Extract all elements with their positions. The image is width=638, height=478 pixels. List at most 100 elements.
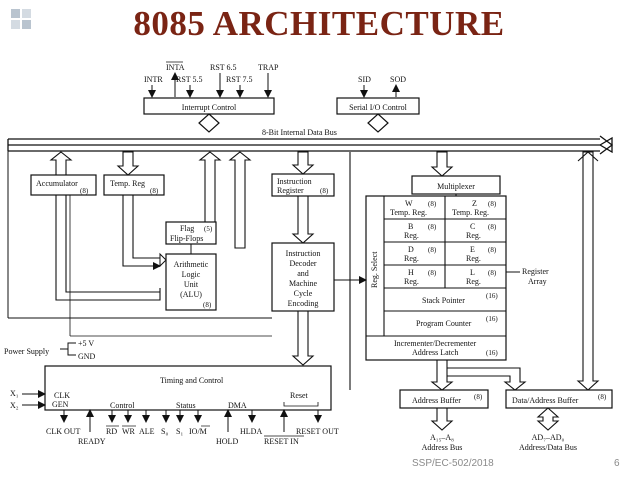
reg-c-label: Reg. — [466, 231, 481, 240]
control-group-label: Control — [110, 401, 135, 410]
reg-l-name: L — [470, 268, 475, 277]
reg-b-label: Reg. — [404, 231, 419, 240]
ir-bus-arrow — [291, 151, 315, 175]
plus5v-label: +5 V — [78, 339, 94, 348]
alu-line-2: Logic — [182, 270, 201, 279]
rst75-signal: RST 7.5 — [226, 75, 253, 84]
clk-gen-line-2: GEN — [52, 400, 69, 409]
io-m-signal: IO/M — [189, 427, 207, 436]
clk-out-signal: CLK OUT — [46, 427, 81, 436]
ir-line-2: Register — [277, 186, 304, 195]
s1-signal: S₁ — [176, 427, 183, 436]
reg-b-bits: (8) — [428, 223, 437, 231]
ir-decoder-arrow — [291, 195, 315, 244]
ir-bits: (8) — [320, 187, 329, 195]
stack-pointer-label: Stack Pointer — [422, 296, 465, 305]
register-array-line-2: Array — [528, 277, 547, 286]
reg-h-label: Reg. — [404, 277, 419, 286]
address-buffer-bits: (8) — [474, 393, 483, 401]
flag-bus-arrow — [198, 151, 222, 223]
footer-course-code: SSP/EC-502/2018 — [412, 458, 494, 469]
reset-out-signal: RESET OUT — [296, 427, 339, 436]
corner-decoration — [10, 8, 34, 37]
x2-label: X₂ — [10, 401, 19, 410]
sid-signal: SID — [358, 75, 371, 84]
reg-e-bits: (8) — [488, 246, 497, 254]
incrementer-line-1: Incrementer/Decrementer — [394, 339, 477, 348]
data-bus-line-2: Address/Data Bus — [519, 443, 577, 452]
register-array-block — [365, 195, 507, 361]
decoder-line-4: Machine — [289, 279, 317, 288]
decoder-timing-arrow — [291, 310, 315, 366]
ir-line-1: Instruction — [277, 177, 312, 186]
address-bus-line-1: A₁₅–A₈ — [430, 433, 454, 442]
interrupt-bus-link — [198, 113, 220, 133]
inta-signal: INTA — [166, 63, 185, 72]
dma-group-label: DMA — [228, 401, 247, 410]
power-supply-label: Power Supply — [4, 347, 49, 356]
data-bus-label: 8-Bit Internal Data Bus — [262, 128, 337, 137]
hold-signal: HOLD — [216, 437, 238, 446]
stack-pointer-bits: (16) — [486, 292, 498, 300]
accumulator-bus-arrow — [49, 151, 73, 176]
s0-signal: S₀ — [161, 427, 168, 436]
temp-reg-label: Temp. Reg — [110, 179, 145, 188]
decoder-line-1: Instruction — [286, 249, 321, 258]
decoder-line-3: and — [297, 269, 309, 278]
address-buffer-label: Address Buffer — [412, 396, 461, 405]
gnd-label: GND — [78, 352, 96, 361]
interrupt-lines — [148, 72, 272, 98]
reg-h-name: H — [408, 268, 414, 277]
instruction-decoder-block — [271, 242, 335, 312]
ready-signal: READY — [78, 437, 106, 446]
reg-d-label: Reg. — [404, 254, 419, 263]
reg-w-bits: (8) — [428, 200, 437, 208]
hlda-signal: HLDA — [240, 427, 262, 436]
reg-l-bits: (8) — [488, 269, 497, 277]
temp-reg-bus-arrow — [116, 151, 140, 176]
alu-line-3: Unit — [184, 280, 199, 289]
data-address-buffer-bits: (8) — [598, 393, 607, 401]
data-bus-line-1: AD₇–AD₀ — [532, 433, 565, 442]
sod-signal: SOD — [390, 75, 406, 84]
page-title: 8085 ARCHITECTURE — [133, 4, 505, 43]
program-counter-bits: (16) — [486, 315, 498, 323]
timing-control-label: Timing and Control — [160, 376, 224, 385]
address-bus-line-2: Address Bus — [422, 443, 463, 452]
reg-h-bits: (8) — [428, 269, 437, 277]
wr-signal: WR — [122, 427, 136, 436]
reg-l-label: Reg. — [466, 277, 481, 286]
clk-gen-line-1: CLK — [54, 391, 70, 400]
flag-bits: (5) — [204, 225, 213, 233]
reg-w-name: W — [405, 199, 413, 208]
serial-io-label: Serial I/O Control — [349, 103, 408, 112]
incrementer-line-2: Address Latch — [412, 348, 458, 357]
temp-reg-bits: (8) — [150, 187, 159, 195]
flag-label-1: Flag — [180, 224, 194, 233]
alu-line-1: Arithmetic — [174, 260, 209, 269]
reg-w-label: Temp. Reg. — [390, 208, 427, 217]
reg-select-label: Reg. Select — [370, 251, 379, 288]
corner-squares-icon — [11, 9, 31, 29]
incrementer-bits: (16) — [486, 349, 498, 357]
reg-z-label: Temp. Reg. — [452, 208, 489, 217]
multiplexer-label: Multiplexer — [437, 182, 475, 191]
reg-e-name: E — [470, 245, 475, 254]
ale-signal: ALE — [139, 427, 155, 436]
data-buffer-arrow — [576, 151, 600, 391]
decoder-line-6: Encoding — [288, 299, 319, 308]
register-cells: W (8) Temp. Reg. Z (8) Temp. Reg. B (8) … — [390, 199, 497, 286]
reg-z-name: Z — [472, 199, 477, 208]
data-bus-arrow — [536, 407, 560, 431]
temp-reg-block — [103, 174, 165, 196]
intr-signal: INTR — [144, 75, 163, 84]
flag-label-2: Flip-Flops — [170, 234, 203, 243]
address-bus-arrow — [430, 407, 454, 431]
decoder-line-5: Cycle — [294, 289, 313, 298]
internal-data-bus — [7, 135, 614, 155]
timing-signal-lines — [60, 409, 322, 432]
data-address-buffer-block — [505, 389, 613, 409]
decoder-line-2: Decoder — [289, 259, 316, 268]
reg-b-name: B — [408, 222, 413, 231]
alu-line-4: (ALU) — [180, 290, 202, 299]
